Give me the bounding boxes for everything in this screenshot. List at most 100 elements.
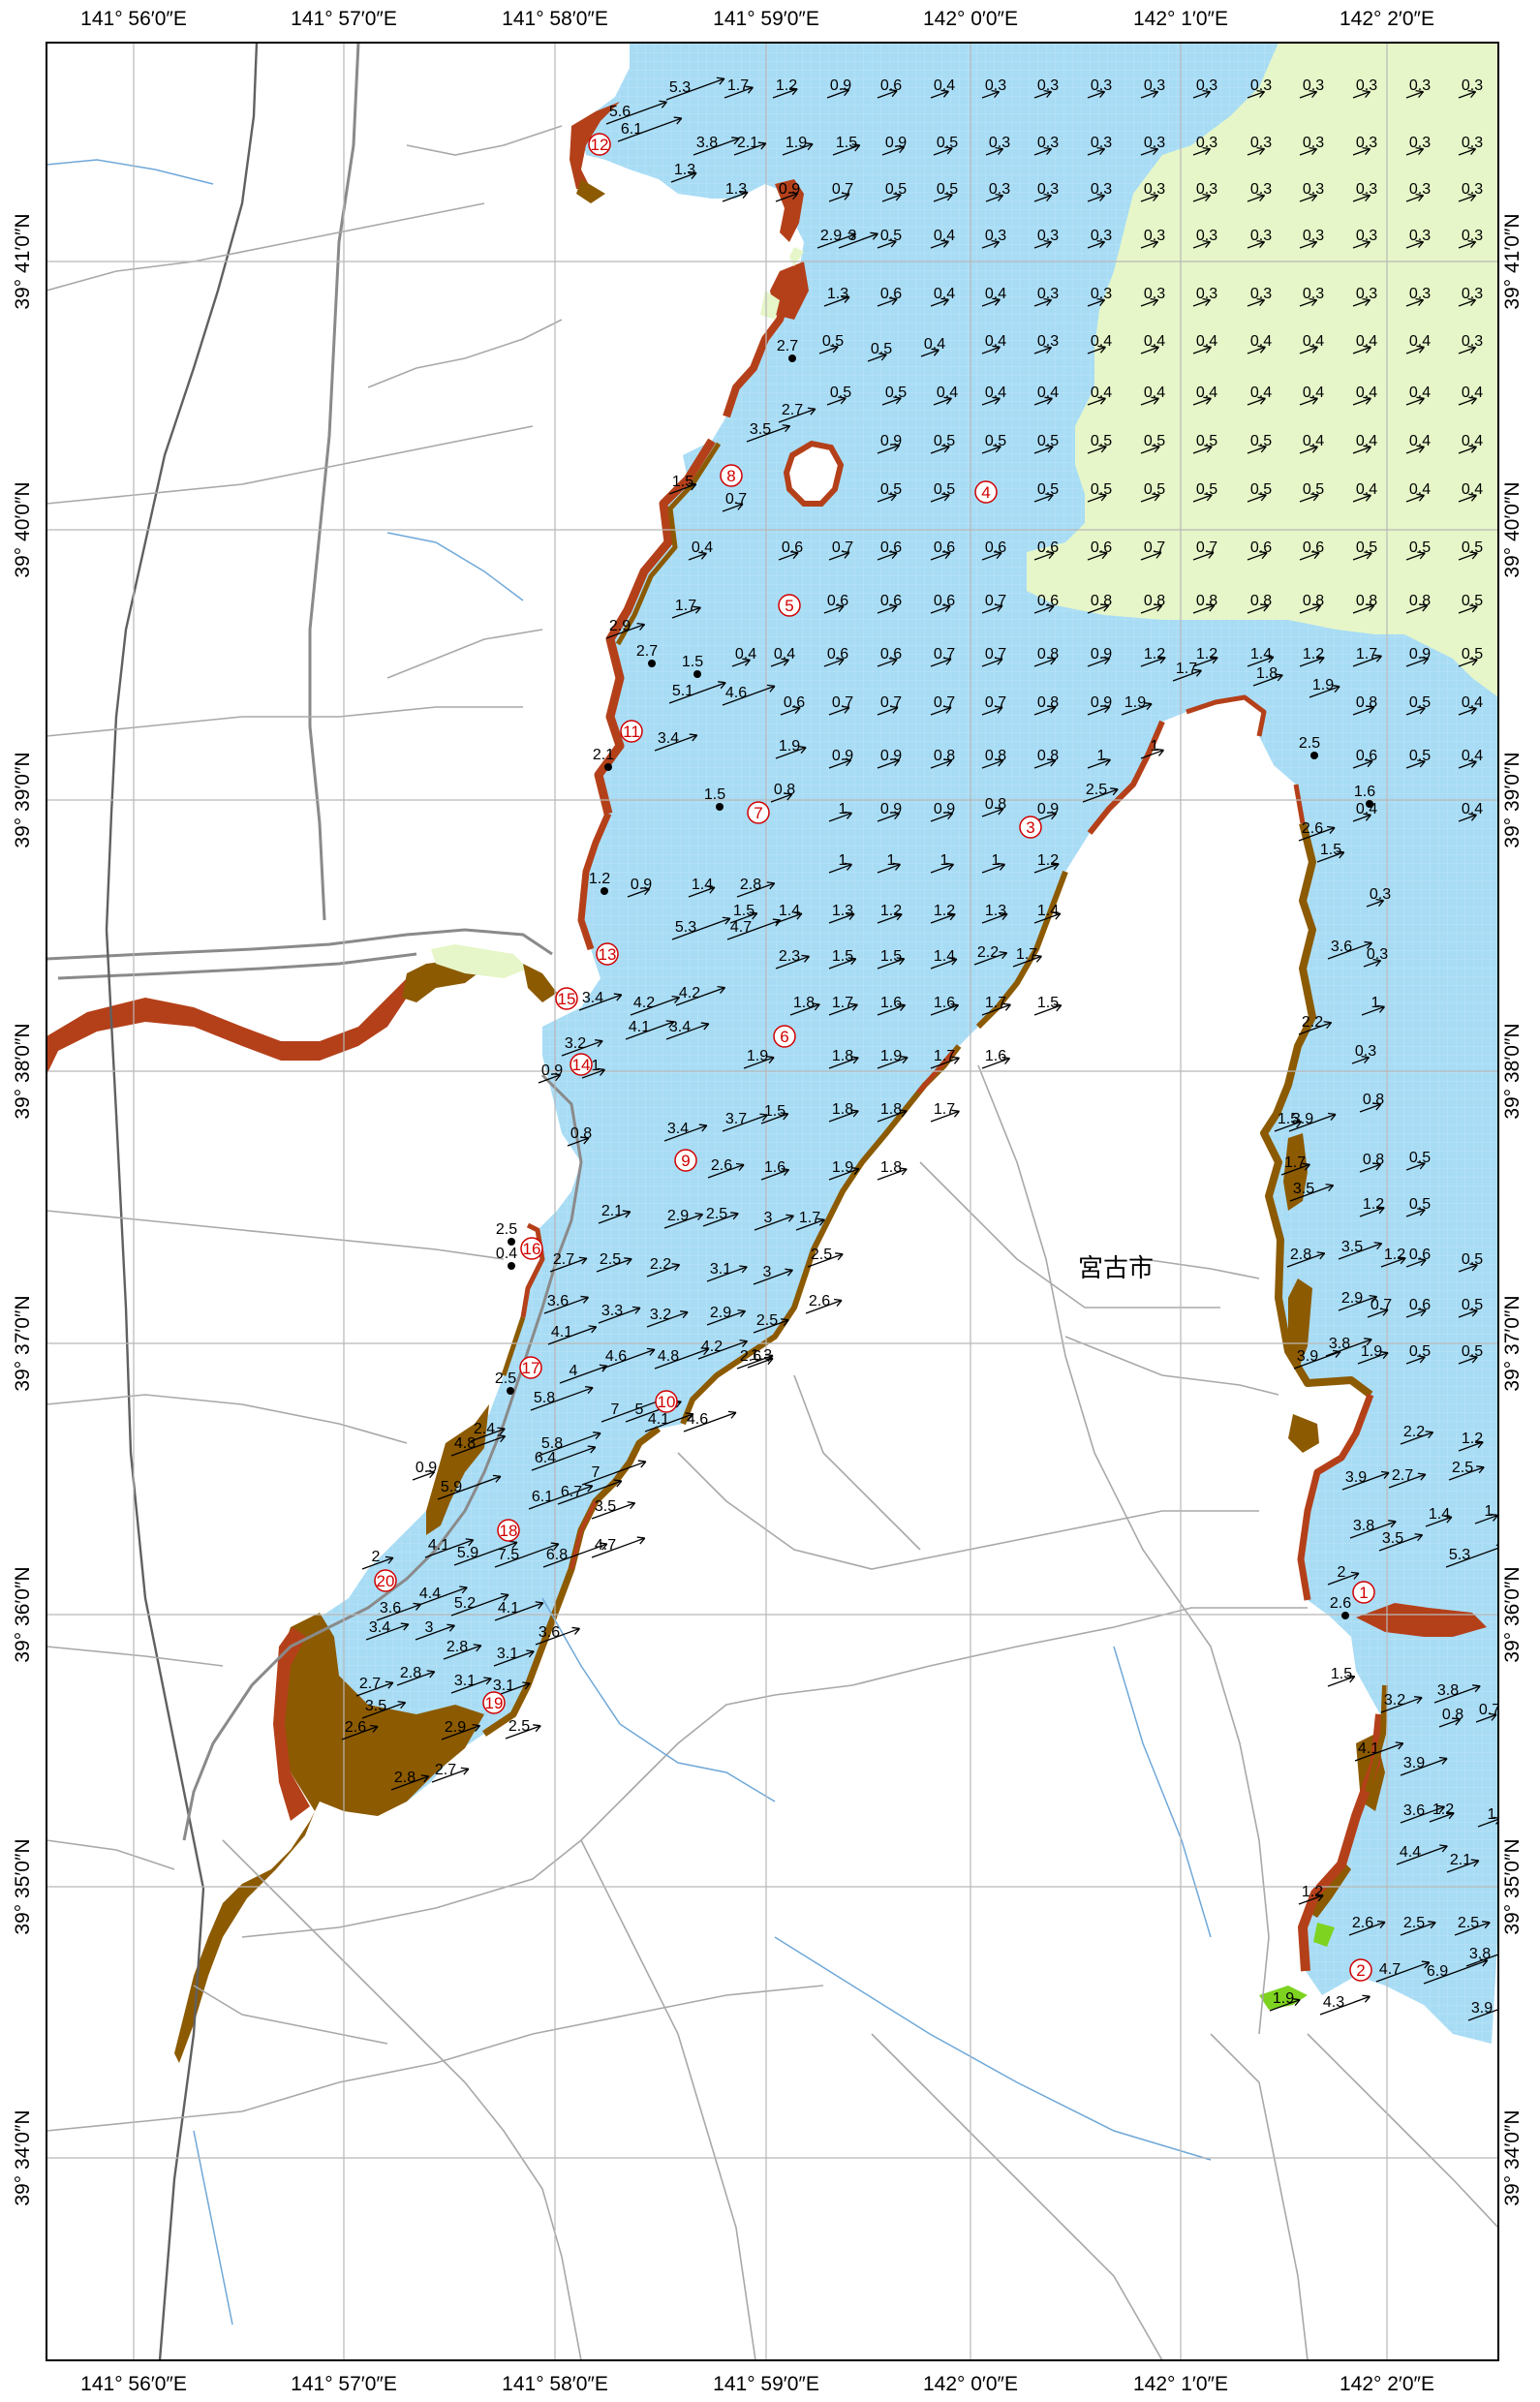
velocity-arrow-head (1469, 604, 1478, 613)
velocity-arrow (578, 994, 623, 1011)
velocity-arrow (1299, 552, 1320, 561)
velocity-arrow-head (889, 297, 898, 306)
velocity-arrow (823, 605, 845, 614)
velocity-label: 2.6 (1352, 1915, 1373, 1931)
velocity-arrow (877, 445, 900, 454)
velocity-label: 3.8 (1353, 1518, 1374, 1534)
velocity-label: 1.7 (934, 1101, 955, 1118)
velocity-arrow (605, 623, 645, 639)
longitude-label-bottom: 141° 57′0″E (291, 2373, 397, 2395)
velocity-label: 0.8 (774, 782, 795, 798)
velocity-arrow (1458, 1264, 1478, 1273)
velocity-arrow (1140, 147, 1158, 156)
velocity-arrow-head (1417, 551, 1426, 560)
velocity-label: 3.5 (1341, 1239, 1363, 1255)
velocity-arrow-head (992, 396, 1001, 405)
velocity-label: 2.4 (474, 1421, 495, 1437)
velocity-label: 0.3 (1462, 77, 1483, 94)
velocity-arrow-head (716, 77, 725, 85)
velocity-arrow (1405, 194, 1424, 202)
velocity-arrow (1405, 298, 1424, 307)
velocity-label: 0.3 (1144, 181, 1165, 198)
velocity-arrow (828, 706, 850, 716)
velocity-arrow-head (694, 1212, 704, 1221)
point-marker (747, 801, 770, 824)
velocity-label: 0.3 (1303, 181, 1324, 198)
velocity-arrow-head (739, 1339, 749, 1348)
velocity-arrow (557, 1480, 623, 1505)
velocity-label: 1.5 (1037, 995, 1059, 1011)
velocity-label: 1.9 (1312, 677, 1334, 693)
velocity-arrow (1454, 1922, 1491, 1936)
velocity-arrow-head (1326, 825, 1336, 834)
velocity-label: 3.2 (650, 1307, 671, 1323)
velocity-label: 1.6 (764, 1159, 785, 1176)
velocity-arrow (877, 913, 903, 924)
velocity-arrow (1405, 658, 1429, 667)
velocity-label: 0.4 (934, 286, 955, 302)
velocity-arrow-head (665, 1020, 675, 1029)
velocity-label: 1.2 (1144, 646, 1165, 662)
velocity-label: 0.4 (1196, 385, 1217, 401)
velocity-label: 3.6 (1331, 939, 1352, 955)
point-marker (620, 720, 643, 743)
velocity-arrow (665, 1023, 710, 1040)
coordinate-grid (46, 43, 1498, 2360)
velocity-arrow-head (847, 957, 857, 966)
velocity-arrow-head (1309, 146, 1318, 156)
velocity-arrow (1309, 686, 1340, 698)
velocity-arrow (1405, 760, 1426, 769)
velocity-label: 0.5 (1409, 748, 1431, 764)
velocity-arrow-head (1470, 1859, 1480, 1867)
velocity-arrow (549, 1257, 588, 1273)
velocity-label: 0.7 (985, 694, 1006, 711)
velocity-arrow-head (595, 1039, 603, 1048)
velocity-arrow (1475, 1713, 1497, 1723)
velocity-arrow (1299, 147, 1317, 156)
velocity-arrow-head (1101, 657, 1111, 665)
velocity-arrow-head (1256, 193, 1266, 202)
velocity-label: 0.4 (985, 385, 1006, 401)
velocity-label: 1.8 (1256, 665, 1278, 682)
velocity-arrow-head (1428, 1921, 1436, 1929)
velocity-label: 2.7 (782, 402, 803, 418)
velocity-arrow (1458, 1309, 1478, 1318)
velocity-label: 0.8 (1091, 593, 1112, 609)
velocity-arrow (973, 952, 1007, 966)
velocity-arrow (581, 1068, 605, 1079)
velocity-arrow (881, 397, 902, 406)
velocity-label: 3.3 (601, 1303, 623, 1319)
velocity-label: 0.3 (1250, 77, 1272, 94)
velocity-label: 0.7 (832, 181, 853, 198)
velocity-arrow-head (999, 911, 1008, 920)
velocity-arrow (823, 295, 850, 307)
point-marker (596, 942, 619, 966)
velocity-arrow-head (397, 1701, 407, 1709)
velocity-arrow (778, 408, 816, 423)
velocity-arrow-head (1100, 603, 1110, 612)
velocity-arrow (424, 1539, 474, 1558)
velocity-arrow-head (1312, 603, 1322, 612)
velocity-arrow-head (1363, 345, 1371, 354)
velocity-label: 2 (1338, 1564, 1346, 1581)
velocity-arrow-head (889, 705, 899, 714)
velocity-arrow-head (369, 1724, 379, 1733)
velocity-arrow (1433, 1685, 1481, 1704)
velocity-label: 0.5 (1196, 433, 1217, 449)
velocity-label: 1.5 (832, 948, 853, 965)
velocity-label: 1.9 (1273, 1990, 1294, 2007)
velocity-label: 0.4 (1356, 385, 1377, 401)
velocity-label: 1.7 (1016, 946, 1037, 963)
velocity-arrow (828, 812, 852, 822)
velocity-arrow (1247, 397, 1266, 406)
velocity-arrow-head (835, 1252, 844, 1261)
velocity-arrow (1467, 2009, 1498, 2021)
velocity-arrow-head (745, 85, 754, 94)
observation-value: 0.4 (496, 1246, 517, 1262)
velocity-arrow (1327, 1676, 1355, 1687)
velocity-arrow-head (1415, 193, 1425, 202)
velocity-arrow-head (784, 792, 793, 801)
point-marker (778, 594, 801, 617)
velocity-arrow-head (1154, 603, 1163, 612)
